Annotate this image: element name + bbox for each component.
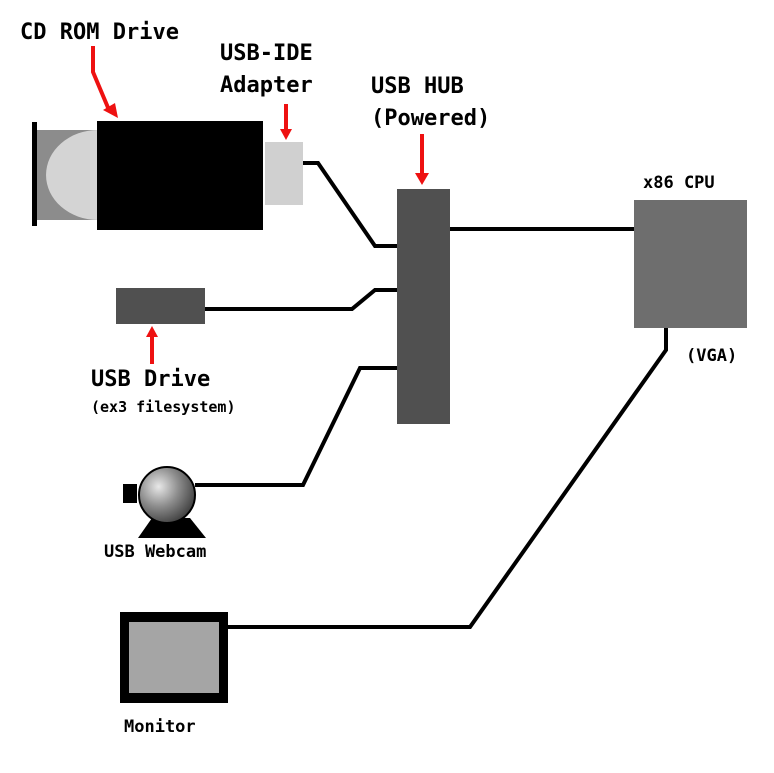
arrow-hub-head xyxy=(415,173,429,185)
arrow-cdrom-head xyxy=(103,103,118,118)
wire-adapter-hub xyxy=(303,161,398,248)
monitor xyxy=(120,612,228,703)
label-usb-drive: USB Drive xyxy=(91,367,211,392)
label-monitor: Monitor xyxy=(124,717,196,737)
usb-ide-adapter xyxy=(265,142,303,205)
arrow-usb-drive-head xyxy=(146,326,158,337)
label-x86-cpu: x86 CPU xyxy=(643,173,715,193)
webcam-stand xyxy=(138,518,206,538)
label-adapter: Adapter xyxy=(220,73,313,98)
wires xyxy=(195,161,668,629)
cdrom-bezel xyxy=(32,122,37,226)
webcam-ball xyxy=(138,466,196,524)
label-cdrom-drive: CD ROM Drive xyxy=(20,20,179,45)
cdrom-drive xyxy=(32,121,263,230)
label-hub-powered: (Powered) xyxy=(371,106,491,131)
monitor-screen xyxy=(129,622,219,693)
arrow-cdrom-line xyxy=(91,46,111,111)
arrow-adapter-head xyxy=(280,129,292,140)
usb-webcam xyxy=(123,466,206,538)
label-usb-ide: USB-IDE xyxy=(220,41,313,66)
label-usb-hub: USB HUB xyxy=(371,74,464,99)
label-vga: (VGA) xyxy=(686,346,738,366)
wire-webcam-hub xyxy=(195,366,398,487)
x86-cpu xyxy=(634,200,747,328)
cdrom-body xyxy=(97,121,263,230)
wire-usb-drive-hub xyxy=(205,288,398,311)
label-usb-drive-filesystem: (ex3 filesystem) xyxy=(91,398,236,416)
usb-drive xyxy=(116,288,205,324)
webcam-lens xyxy=(123,484,137,503)
label-usb-webcam: USB Webcam xyxy=(104,542,207,562)
usb-hub xyxy=(397,189,450,424)
cdrom-disc xyxy=(46,130,98,220)
wire-cpu-monitor xyxy=(228,328,668,629)
arrows xyxy=(91,46,429,364)
